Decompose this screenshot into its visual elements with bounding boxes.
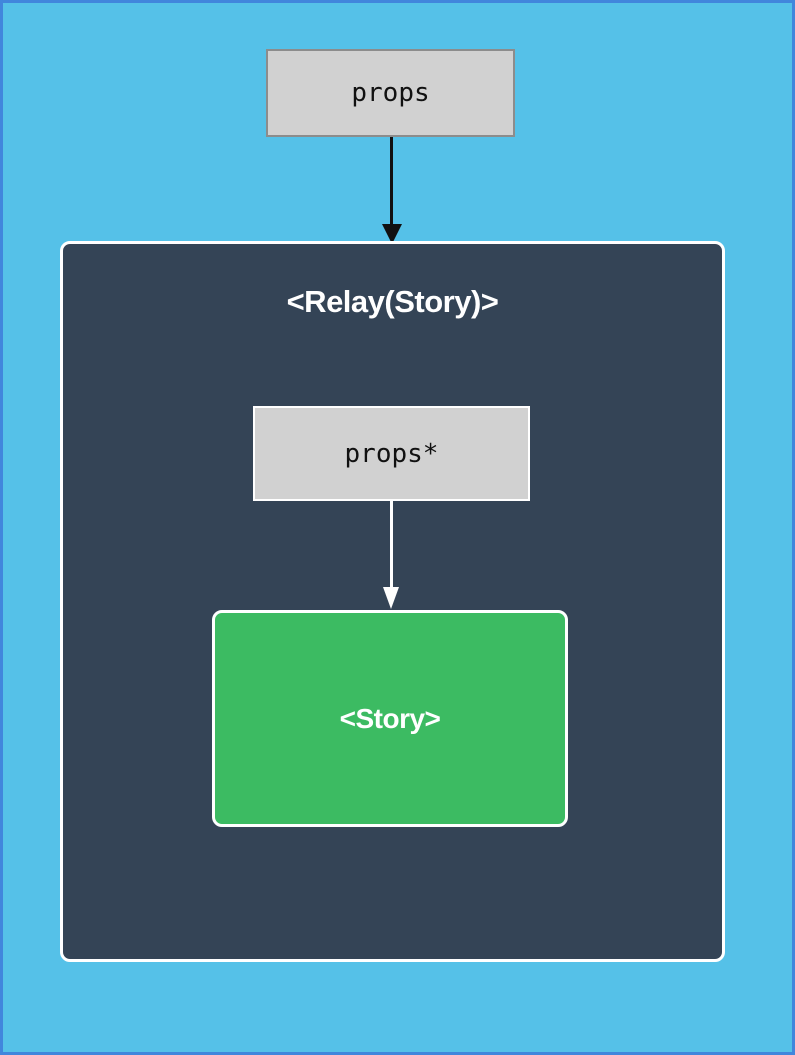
props-node-label: props (351, 78, 430, 108)
arrow-props-star-to-story-line (390, 501, 393, 589)
story-node: <Story> (212, 610, 568, 827)
props-star-node-label: props* (344, 438, 439, 469)
arrow-props-to-relay-head (382, 224, 402, 244)
arrow-props-star-to-story-head (383, 587, 399, 609)
story-node-label: <Story> (339, 702, 441, 734)
props-star-node: props* (253, 406, 530, 501)
arrow-props-to-relay-line (390, 137, 393, 226)
relay-story-title: <Relay(Story)> (286, 284, 499, 319)
props-node: props (266, 49, 515, 137)
